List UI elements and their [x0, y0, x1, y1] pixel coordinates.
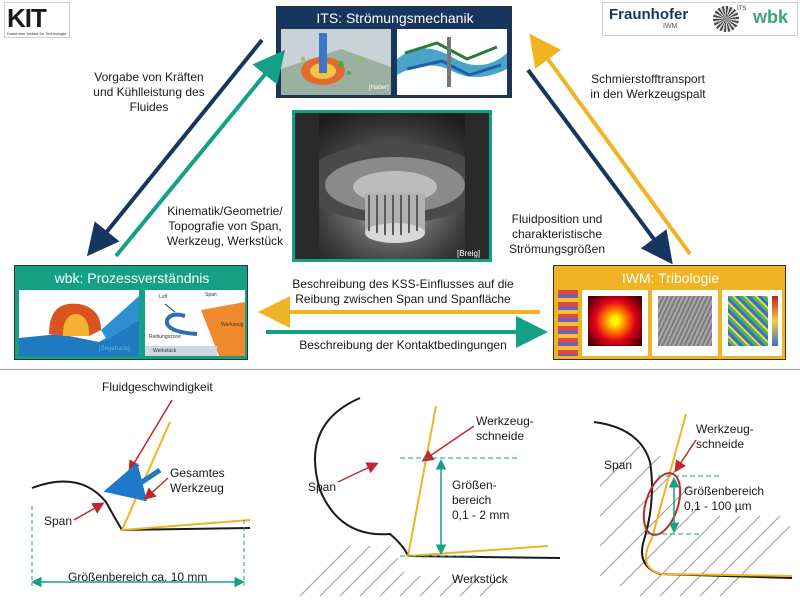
sketch2-span-label: Span: [308, 480, 337, 494]
wbk-source: [Segebade]: [99, 346, 130, 352]
wbk-inset-sketch: Luft Span Werkzeug Reibungszone Werkstüc…: [145, 290, 245, 356]
arrow-wbk-to-its: [114, 49, 286, 258]
sketch1-range-label: Größenbereich ca. 10 mm: [68, 570, 208, 584]
its-cfd-image-left: [281, 29, 391, 95]
sketch2-workpiece-label: Werkstück: [452, 572, 508, 586]
wbk-title: wbk: Prozessverständnis: [54, 270, 210, 286]
its-cfd-image-right: [397, 29, 507, 95]
iwm-topography-image: [728, 296, 768, 346]
sketch3-span-label: Span: [604, 458, 633, 472]
sketch1-fluid-label: Fluidgeschwindigkeit: [102, 380, 213, 394]
detail-sketches: [31, 397, 793, 597]
wbk-box: wbk: Prozessverständnis [Segebade] Luft …: [14, 265, 248, 360]
fraunhofer-logo: Fraunhofer: [609, 6, 689, 23]
sketch2-tool-label: Werkzeug-schneide: [476, 414, 534, 443]
wbk-inset-werkstueck: Werkstück: [153, 348, 177, 354]
kit-logo: KIT Karlsruher Institut für Technologie: [4, 2, 70, 38]
wbk-inset-span: Span: [205, 292, 217, 298]
iwm-panel-1: [558, 290, 578, 356]
photo-source: [Breig]: [457, 249, 481, 258]
iwm-panel-2: [582, 290, 648, 356]
its-box: ITS: Strömungsmechanik [Haber] [Haber]: [276, 6, 512, 98]
sketch1-span-label: Span: [44, 514, 73, 528]
arrow-its-to-wbk: [86, 38, 264, 257]
wbk-inset-luft: Luft: [159, 294, 168, 300]
sketch-3: [593, 413, 793, 597]
iwm-title: IWM: Tribologie: [621, 270, 720, 286]
machining-photo: [Breig]: [292, 110, 492, 262]
partner-logos: Fraunhofer IWM ITS wbk: [602, 2, 798, 36]
kit-logo-mark: KIT: [7, 3, 47, 33]
sketch-2: [299, 397, 561, 597]
its-title: ITS: Strömungsmechanik: [316, 10, 474, 26]
wbk-chip-simulation-image: [19, 296, 139, 356]
its-logo-text: ITS: [737, 6, 747, 12]
wbk-chip-sketch: [145, 302, 245, 356]
broaching-tool-image: [295, 113, 489, 259]
iwm-box: IWM: Tribologie: [553, 265, 786, 360]
iwm-logo-text: IWM: [663, 23, 678, 30]
iwm-panel-3: [652, 290, 718, 356]
label-bottom-lower: Beschreibung der Kontaktbedingungen: [299, 338, 507, 352]
sketch-1: [31, 399, 251, 588]
iwm-panel-4: [722, 290, 782, 356]
arrow-its-to-iwm: [526, 68, 673, 265]
its-gear-icon: [713, 6, 739, 32]
its-simulation-right: [Haber]: [397, 29, 507, 95]
wbk-simulation: [Segebade]: [19, 290, 139, 356]
its-simulation-left: [Haber]: [281, 29, 391, 95]
iwm-colorbar: [772, 296, 778, 346]
iwm-heatmap-image: [588, 296, 642, 346]
its-source-right: [Haber]: [401, 85, 421, 91]
kit-logo-subtitle: Karlsruher Institut für Technologie: [7, 31, 67, 36]
section-divider: [0, 369, 800, 370]
wbk-inset-reibungszone: Reibungszone: [149, 334, 181, 340]
sketch3-tool-label: Werkzeug-schneide: [696, 422, 754, 451]
wbk-inset-werkzeug: Werkzeug: [221, 322, 244, 328]
arrows-layer: [86, 33, 692, 348]
arrow-iwm-to-its: [529, 33, 692, 256]
iwm-surface-image: [658, 296, 712, 346]
label-left-inner: Kinematik/Geometrie/Topografie von Span,…: [166, 204, 284, 248]
wbk-logo: wbk: [753, 7, 789, 27]
its-source-left: [Haber]: [369, 85, 389, 91]
